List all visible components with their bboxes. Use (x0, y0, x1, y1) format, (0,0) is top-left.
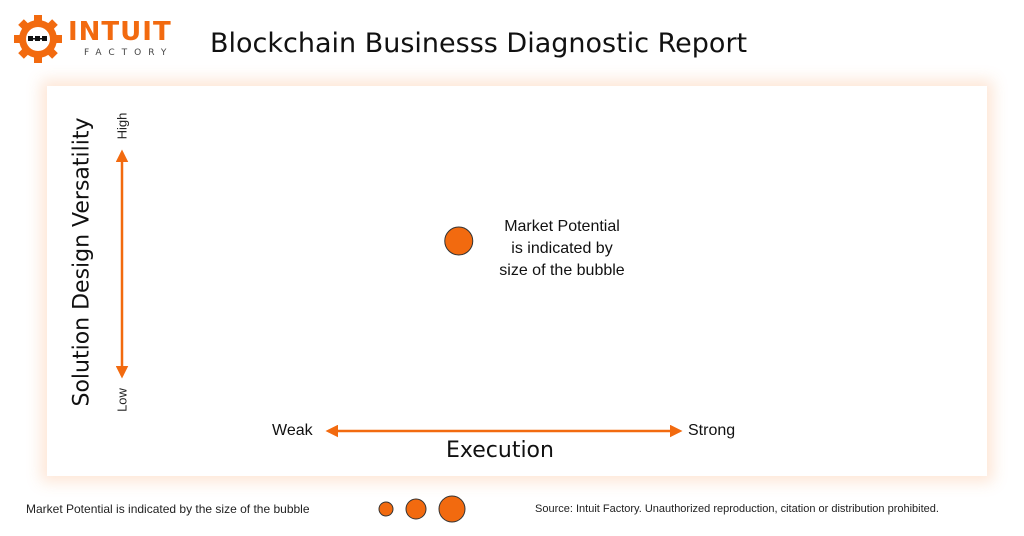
logo-subtitle: FACTORY (84, 48, 174, 58)
annotation-line-3: size of the bubble (499, 262, 625, 279)
page-title: Blockchain Businesss Diagnostic Report (210, 28, 748, 59)
size-legend (378, 495, 466, 523)
gear-icon (14, 15, 62, 63)
x-tick-label-strong: Strong (688, 422, 736, 439)
y-axis-label: Solution Design Versatility (69, 117, 95, 407)
legend-bubble-2 (438, 495, 466, 523)
chart-panel (47, 86, 987, 476)
annotation-line-2: is indicated by (511, 240, 613, 257)
legend-bubble-0 (378, 501, 394, 517)
x-tick-label-weak: Weak (272, 422, 313, 439)
annotation-line-1: Market Potential (504, 218, 620, 235)
legend-bubble-1 (405, 498, 427, 520)
source-note: Source: Intuit Factory. Unauthorized rep… (535, 503, 939, 515)
intuit-factory-logo: INTUIT FACTORY (12, 14, 182, 64)
y-tick-label-low: Low (114, 388, 130, 412)
bubble-annotation: Market Potential is indicated by size of… (474, 216, 650, 282)
legend-text: Market Potential is indicated by the siz… (26, 502, 310, 516)
y-tick-label-high: High (114, 112, 130, 140)
bubble-0-0 (444, 226, 474, 256)
logo-wordmark: INTUIT (68, 17, 172, 47)
x-axis-label: Execution (446, 438, 554, 463)
